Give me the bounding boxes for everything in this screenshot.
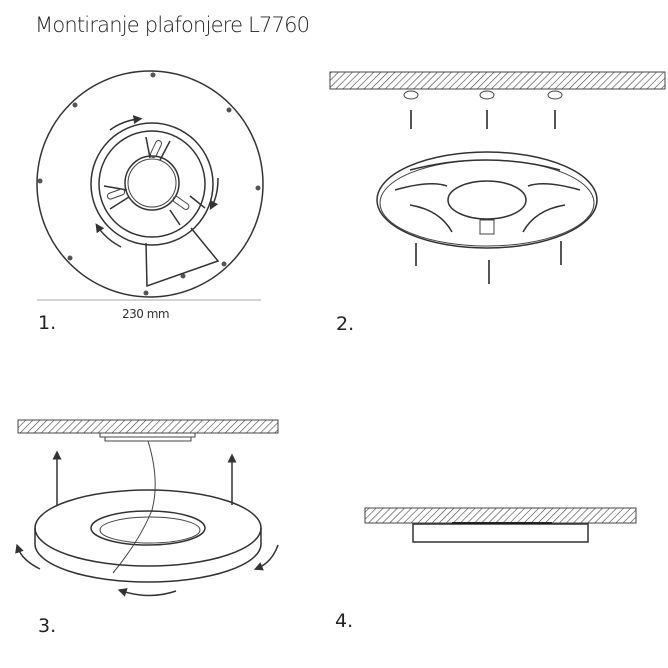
step-4-mounted [364, 507, 637, 543]
screws [415, 241, 562, 284]
plate-tab [479, 219, 495, 235]
step-1-top-view [36, 70, 264, 301]
mounted-lamp [412, 523, 589, 543]
plate-screws [37, 72, 261, 296]
dimension-label: 230 mm [122, 307, 170, 321]
center-hub [124, 155, 180, 211]
rotate-arrow-icon [95, 223, 122, 248]
slot-top [149, 140, 163, 158]
ring-spokes [103, 136, 206, 226]
step-1-label: 1. [38, 312, 57, 334]
ceiling [364, 507, 637, 524]
slot-right [172, 196, 190, 210]
rotate-arrow-icon [253, 544, 279, 571]
rotate-arrow-icon [209, 177, 219, 210]
step-3-attach-lamp [15, 419, 279, 597]
rotate-arrow-icon [117, 588, 177, 597]
rotate-arrow-icon [15, 543, 41, 570]
cable [112, 440, 156, 574]
step-3-label: 3. [38, 615, 57, 637]
ceiling [329, 71, 666, 90]
rotate-arrow-icon [109, 115, 143, 131]
drill-holes [403, 90, 563, 100]
wall-plugs [410, 110, 556, 129]
step-4-label: 4. [335, 610, 354, 632]
cutout-sector [145, 227, 220, 288]
slot-left [106, 188, 126, 200]
mounting-plate [376, 151, 598, 249]
outer-plate [36, 70, 264, 298]
mounting-plate [99, 432, 196, 438]
plate-center-hole [447, 180, 527, 220]
plate-arms [394, 159, 581, 233]
page-title: Montiranje plafonjere L7760 [35, 13, 310, 37]
ceiling [17, 419, 279, 434]
step-2-label: 2. [336, 313, 355, 335]
mounting-ring-outer [90, 122, 214, 246]
step-2-mounting-plate [329, 71, 666, 284]
mounting-ring-inner [98, 130, 206, 238]
lamp-body [34, 489, 262, 583]
lamp-center-opening [90, 510, 206, 546]
